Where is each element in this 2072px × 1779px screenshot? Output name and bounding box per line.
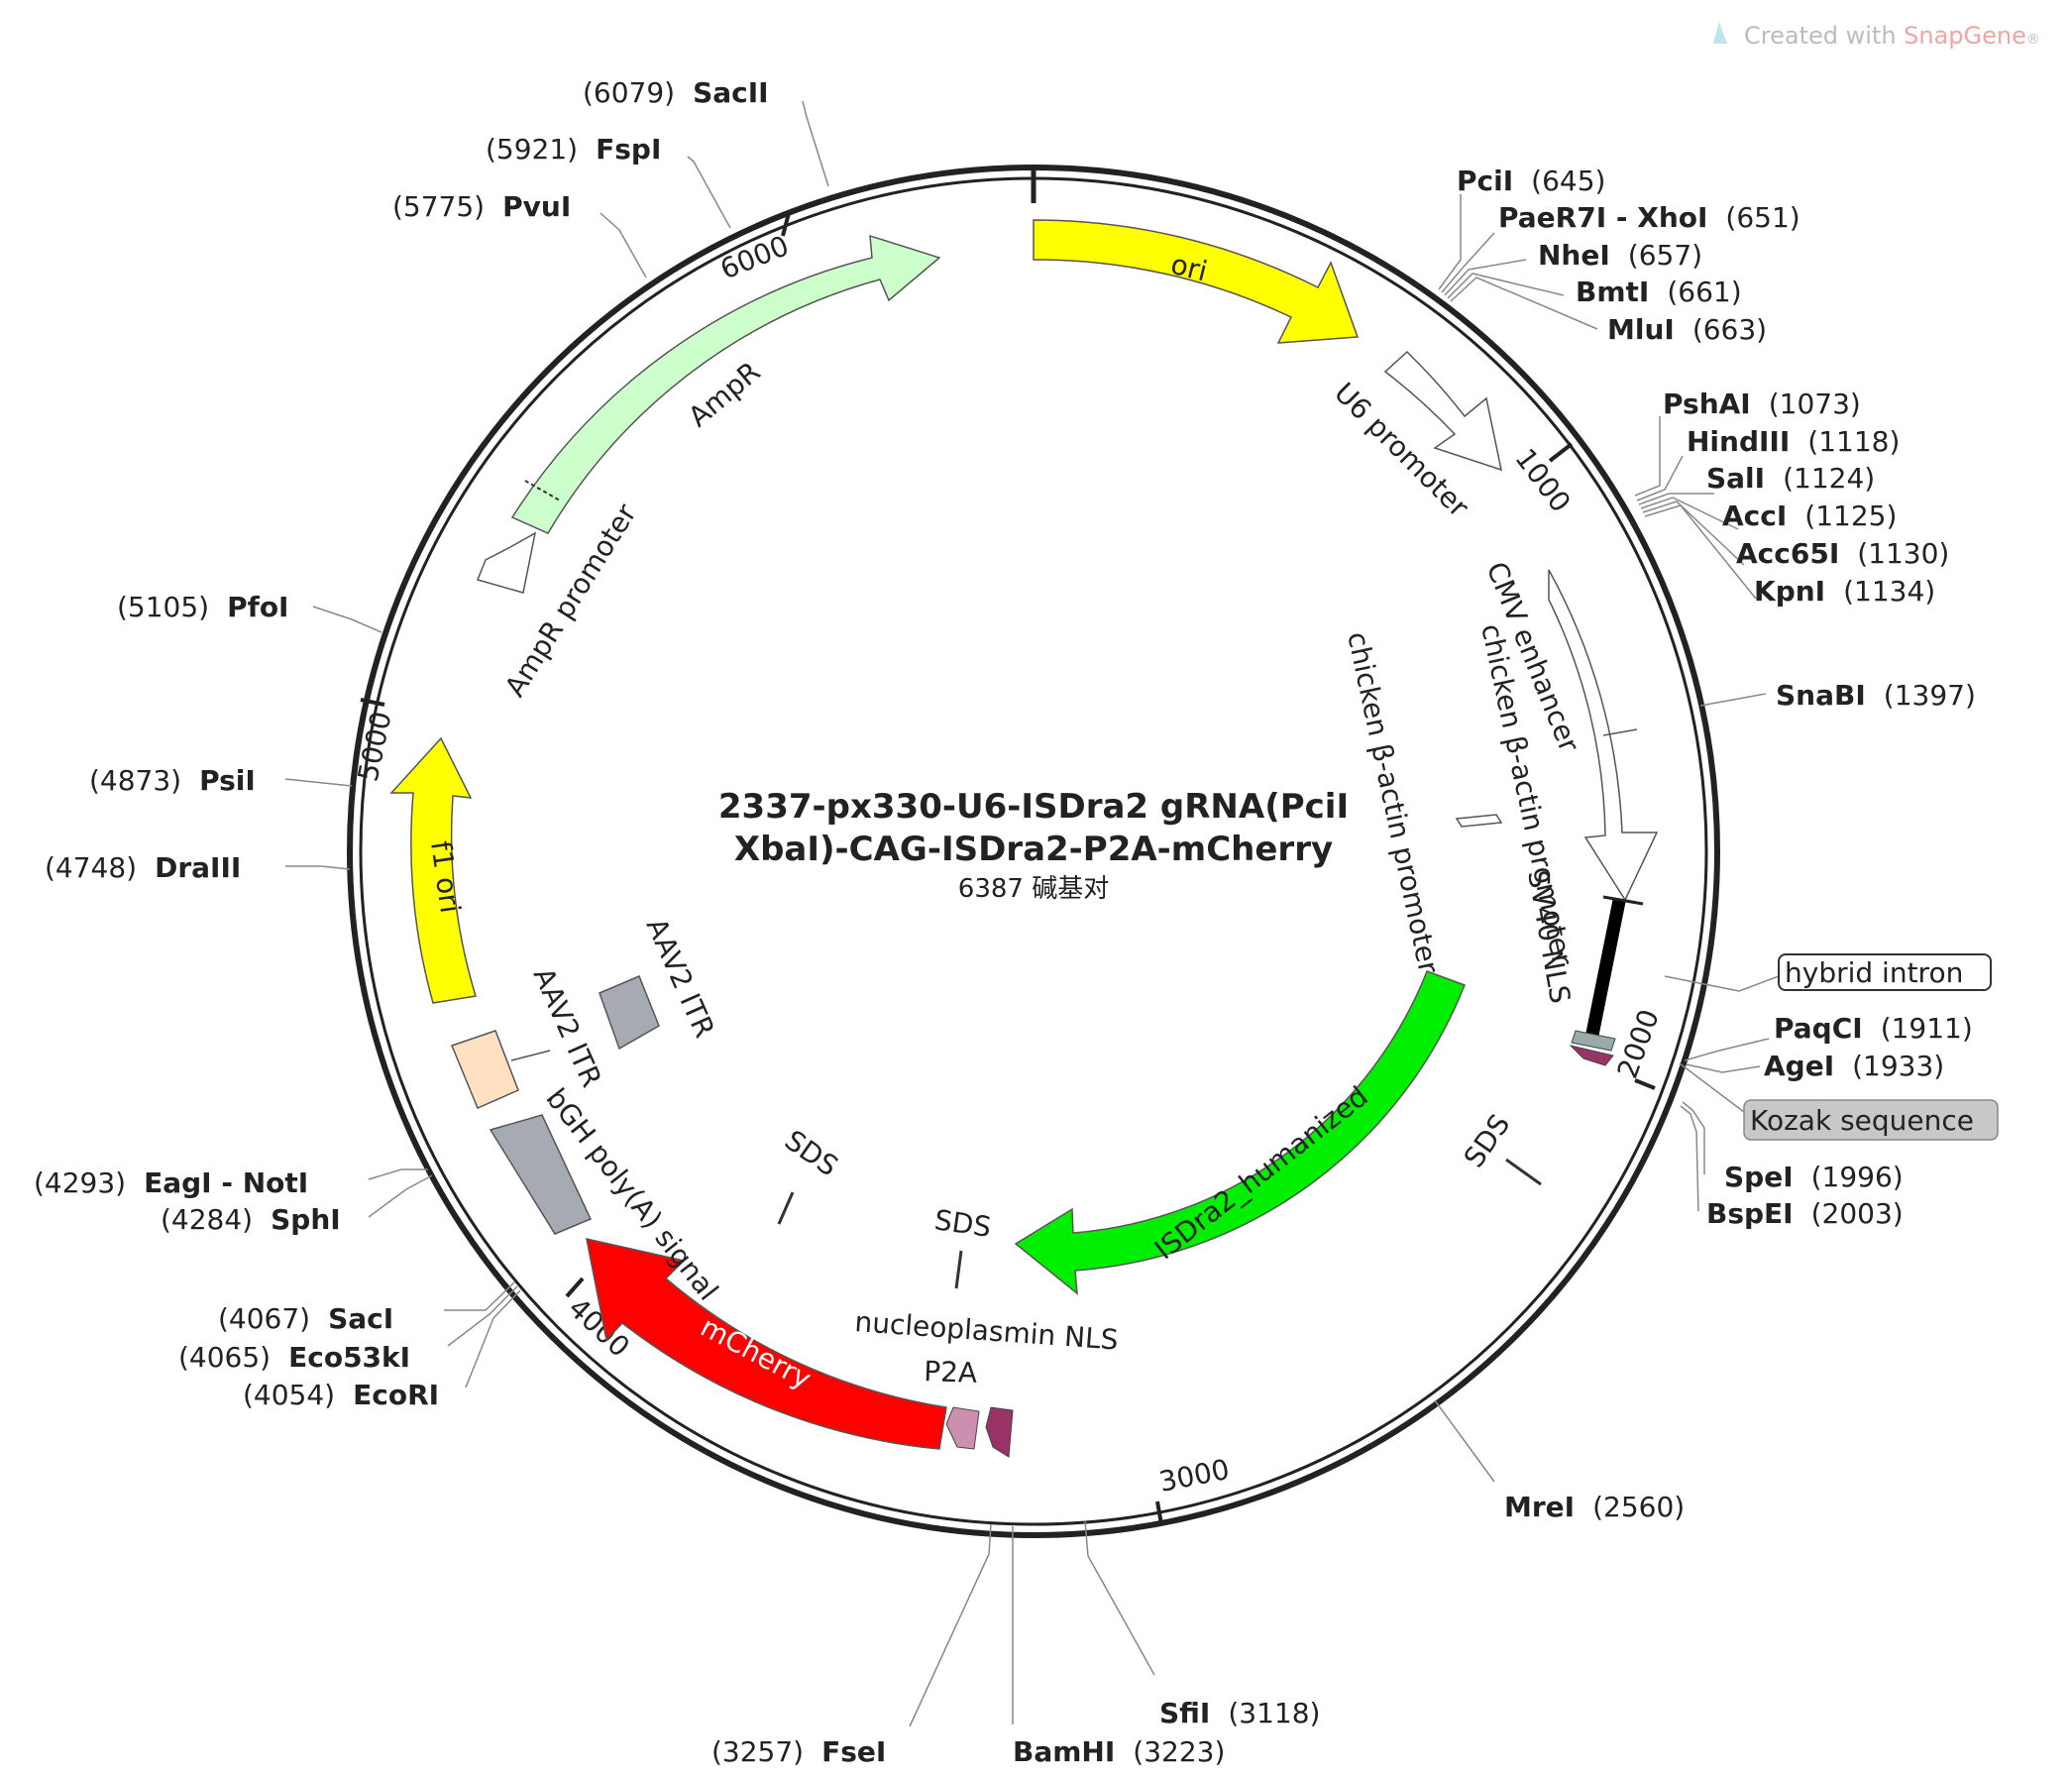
site-draiii: (4748)DraIII — [45, 851, 241, 884]
tick-label-5000: 5000 — [352, 709, 398, 785]
feature-ori — [1033, 219, 1360, 344]
snapgene-logo-icon — [1713, 22, 1727, 44]
site-eagi-noti: (4293)EagI - NotI — [34, 1167, 308, 1199]
feature-nls-sv40-marker — [1569, 1045, 1614, 1066]
feature-ampr — [510, 234, 941, 534]
tick-label-2000: 2000 — [1611, 1005, 1666, 1082]
site-spei: SpeI(1996) — [1724, 1161, 1904, 1193]
feature-label-kozak: Kozak sequence — [1750, 1104, 1974, 1137]
boxed-labels: hybrid intron Kozak sequence — [1664, 953, 1999, 1141]
feature-label-sds-3: SDS — [932, 1203, 993, 1244]
credit-brand: SnapGene — [1904, 22, 2026, 50]
site-ecori: (4054)EcoRI — [243, 1379, 439, 1411]
feature-label-p2a: P2A — [924, 1355, 978, 1390]
plasmid-size: 6387 碱基对 — [958, 874, 1109, 904]
site-agei: AgeI(1933) — [1764, 1050, 1944, 1082]
backbone — [347, 165, 1720, 1538]
site-fsei: (3257)FseI — [711, 1735, 886, 1768]
feature-sds-1 — [1505, 1158, 1542, 1186]
cmv-cba-boundary — [1602, 728, 1638, 736]
snapgene-credit: Created with SnapGene® — [1713, 22, 2040, 50]
feature-bgh — [489, 1114, 593, 1235]
site-sacii: (6079)SacII — [583, 76, 769, 109]
site-pcii: PciI(645) — [1457, 165, 1605, 197]
site-fspi: (5921)FspI — [486, 133, 661, 166]
title-line-1: 2337-px330-U6-ISDra2 gRNA(PciI — [718, 787, 1349, 827]
feature-aav2-2 — [599, 975, 660, 1051]
feature-label-ampprom: AmpR promoter — [498, 498, 643, 703]
feature-p2a — [945, 1406, 980, 1450]
feature-label-sds-2: SDS — [779, 1124, 844, 1183]
feature-label-aav2-1: AAV2 ITR — [527, 962, 608, 1091]
feature-kozak-marker — [1571, 1030, 1616, 1052]
site-snabi: SnaBI(1397) — [1776, 679, 1976, 712]
site-nhei: NheI(657) — [1538, 239, 1702, 272]
site-pfoi: (5105)PfoI — [117, 591, 288, 623]
site-bmti: BmtI(661) — [1576, 276, 1742, 308]
site-leaders-4000s — [368, 1168, 521, 1389]
tick-label-3000: 3000 — [1156, 1453, 1232, 1499]
feature-f1ori — [389, 736, 477, 1004]
site-acci: AccI(1125) — [1722, 500, 1897, 532]
site-paqci: PaqCI(1911) — [1774, 1012, 1973, 1045]
site-leaders-3000s — [909, 1520, 1155, 1727]
site-saci: (4067)SacI — [218, 1302, 393, 1335]
feature-label-sds-1: SDS — [1458, 1108, 1517, 1173]
site-mlui: MluI(663) — [1607, 313, 1767, 346]
feature-ampprom — [476, 531, 537, 594]
feature-sds-3 — [954, 1250, 963, 1289]
feature-label-cba-inner: chicken β-actin promoter — [1341, 629, 1445, 977]
feature-sv40 — [1585, 899, 1626, 1037]
site-psii: (4873)PsiI — [89, 764, 256, 797]
site-leaders-600s — [1438, 194, 1598, 330]
feature-isdra2 — [1014, 970, 1466, 1295]
site-sphi: (4284)SphI — [161, 1203, 341, 1236]
site-bspei: BspEI(2003) — [1706, 1197, 1904, 1230]
restriction-sites: (6079)SacII (5921)FspI (5775)PvuI PciI(6… — [34, 76, 1976, 1768]
site-pshai: PshAI(1073) — [1663, 388, 1861, 420]
site-eco53ki: (4065)Eco53kI — [178, 1341, 410, 1374]
plasmid-title: 2337-px330-U6-ISDra2 gRNA(PciI XbaI)-CAG… — [718, 787, 1349, 904]
feature-cba-inner — [1455, 814, 1503, 828]
site-leaders-1900s — [1680, 1038, 1770, 1212]
site-bamhi: BamHI(3223) — [1013, 1735, 1225, 1768]
feature-u6 — [1383, 350, 1502, 472]
feature-mcherry — [586, 1238, 947, 1450]
site-paer7i-xhoi: PaeR7I - XhoI(651) — [1498, 201, 1800, 234]
feature-label-isdra2: ISDra2_humanized — [1148, 1079, 1374, 1266]
site-sali: SalI(1124) — [1706, 462, 1875, 495]
feature-sds-2 — [777, 1191, 795, 1225]
site-mrei: MreI(2560) — [1504, 1491, 1685, 1523]
svg-text:Created with SnapGene®: Created with SnapGene® — [1744, 22, 2040, 50]
site-kpni: KpnI(1134) — [1754, 575, 1935, 608]
tick-label-1000: 1000 — [1508, 442, 1577, 518]
feature-nls — [985, 1406, 1014, 1458]
credit-suffix: ® — [2026, 32, 2040, 48]
site-pvui: (5775)PvuI — [392, 190, 571, 223]
feature-aav2-1 — [451, 1030, 519, 1109]
site-acc65i: Acc65I(1130) — [1736, 537, 1949, 570]
feature-label-hybrid: hybrid intron — [1785, 956, 1963, 989]
site-leaders-1000s — [1634, 416, 1757, 600]
title-line-2: XbaI)-CAG-ISDra2-P2A-mCherry — [734, 830, 1333, 869]
site-sfii: SfiI(3118) — [1159, 1697, 1320, 1729]
credit-prefix: Created with — [1744, 22, 1904, 50]
site-hindiii: HindIII(1118) — [1687, 425, 1900, 458]
feature-label-nls: nucleoplasmin NLS — [854, 1305, 1120, 1356]
